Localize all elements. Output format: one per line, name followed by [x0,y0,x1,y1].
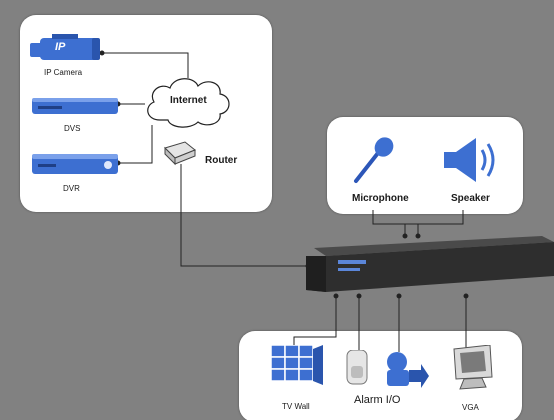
alarm-output-icon [387,352,429,388]
nvr-device-icon [306,236,554,292]
dvs-label: DVS [64,124,81,133]
alarm-io-label: Alarm I/O [354,394,401,406]
tv-wall-icon [271,345,323,385]
speaker-label: Speaker [451,193,490,204]
ip-camera-label: IP Camera [44,68,83,77]
dvs-icon [32,98,118,114]
router-nvr-line [180,164,308,267]
dvr-icon [32,154,118,174]
audio-bus-line [372,210,464,225]
audio-panel [327,117,523,214]
alarm-sensor-icon [346,350,368,385]
vga-label: VGA [462,403,479,412]
microphone-icon [354,137,394,183]
internet-cloud-icon [147,78,230,128]
ip-camera-badge: IP [55,41,66,53]
speaker-icon [444,138,495,182]
tv-wall-label: TV Wall [282,402,310,411]
internet-label: Internet [170,95,207,106]
dvr-internet-line [118,125,153,164]
microphone-label: Microphone [352,193,409,204]
dvr-label: DVR [63,184,80,193]
ip-camera-icon [30,34,100,60]
router-icon [164,141,196,166]
nvr-tvwall-line [293,296,337,350]
ipcam-internet-line [102,52,189,78]
router-label: Router [205,155,238,166]
vga-monitor-icon [453,345,493,390]
